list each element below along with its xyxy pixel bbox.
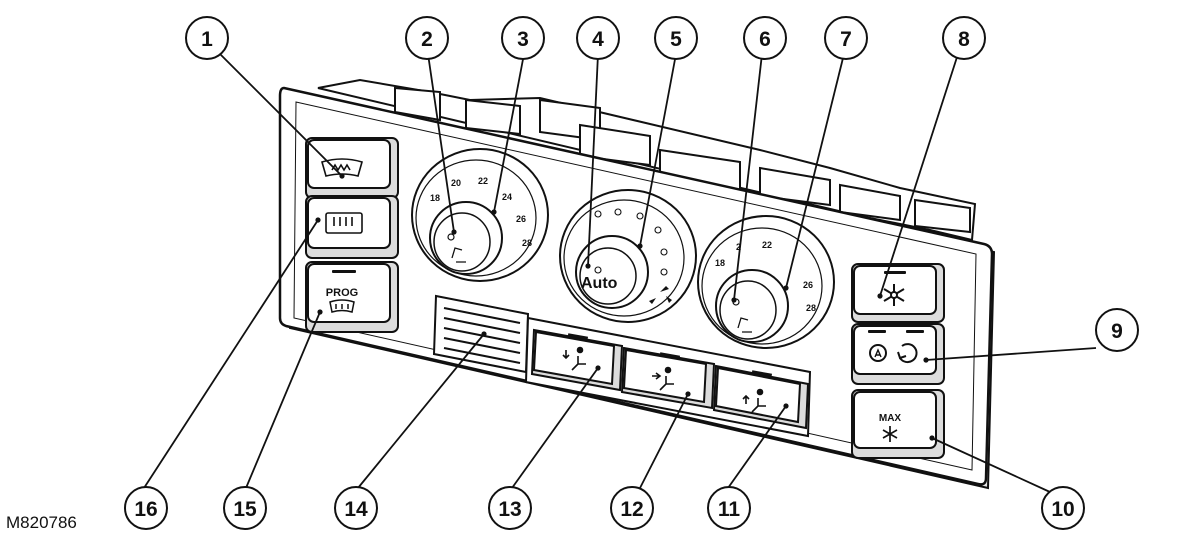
- leader-1: [219, 53, 343, 177]
- callout-9: 9: [1111, 320, 1123, 343]
- right-scale-20: 2: [736, 242, 741, 252]
- left-scale-26: 26: [516, 214, 526, 224]
- callout-8: 8: [958, 28, 970, 51]
- button-max-ac[interactable]: MAX: [851, 389, 945, 459]
- callout-10: 10: [1051, 498, 1074, 521]
- callout-2: 2: [421, 28, 433, 51]
- button-windscreen-airflow[interactable]: [712, 364, 810, 430]
- callout-5: 5: [670, 28, 682, 51]
- prog-heater-icon: [329, 299, 355, 313]
- fan-speed-knob[interactable]: Auto: [559, 189, 697, 323]
- leader-10: [931, 437, 1051, 493]
- callout-circles: [124, 16, 1139, 530]
- leader-11: [727, 405, 787, 489]
- callout-4: 4: [592, 28, 604, 51]
- leader-16: [143, 219, 319, 489]
- leader-15: [245, 311, 321, 489]
- left-scale-20: 20: [451, 178, 461, 188]
- button-footwell-airflow[interactable]: [530, 328, 624, 392]
- leader-14: [357, 333, 485, 489]
- leader-2: [427, 53, 455, 233]
- sun-sensor-grille: [432, 294, 530, 374]
- button-ac[interactable]: [851, 263, 945, 323]
- button-face-airflow[interactable]: [620, 346, 716, 410]
- fan-speed-dots: [594, 208, 668, 276]
- figure-reference: M820786: [6, 513, 77, 532]
- right-temperature-knob[interactable]: 18 2 22 26 28: [697, 215, 835, 349]
- callout-14: 14: [344, 498, 368, 521]
- recirculation-icon: [869, 343, 918, 364]
- left-scale-22: 22: [478, 176, 488, 186]
- button-recirculation[interactable]: [851, 323, 945, 385]
- leader-lines: [143, 53, 1097, 493]
- right-scale-18: 18: [715, 258, 725, 268]
- seat-heater-icon: [451, 247, 466, 263]
- face-airflow-icon: [652, 366, 674, 391]
- windscreen-airflow-icon: [742, 388, 766, 413]
- left-scale-28: 28: [522, 238, 532, 248]
- right-scale-22: 22: [762, 240, 772, 250]
- right-scale-28: 28: [806, 303, 816, 313]
- leader-6: [733, 53, 763, 301]
- footwell-airflow-icon: [562, 346, 586, 371]
- callout-12: 12: [620, 498, 643, 521]
- callout-6: 6: [759, 28, 771, 51]
- callout-15: 15: [233, 498, 257, 521]
- callout-numbers: 1 2 3 4 5 6 7 8 9 10 11 12 13 14 15 16: [134, 28, 1123, 521]
- right-scale-26: 26: [803, 280, 813, 290]
- seat-heater-icon-right: [737, 317, 752, 333]
- callout-13: 13: [498, 498, 521, 521]
- callout-1: 1: [201, 28, 213, 51]
- leader-9: [925, 347, 1097, 361]
- fan-icon: [649, 286, 672, 304]
- button-prog[interactable]: PROG: [305, 261, 399, 333]
- left-temperature-knob[interactable]: 18 20 22 24 26 28: [411, 148, 549, 282]
- windscreen-heater-icon: [321, 158, 363, 177]
- leader-7: [785, 53, 845, 289]
- fascia-inner-edge: [293, 101, 977, 471]
- leader-8: [879, 53, 959, 297]
- left-scale-24: 24: [502, 192, 512, 202]
- auto-label: Auto: [581, 275, 618, 292]
- callout-16: 16: [134, 498, 157, 521]
- button-rear-window-heater[interactable]: [305, 195, 399, 259]
- prog-label: PROG: [326, 287, 358, 299]
- leader-13: [511, 367, 599, 489]
- leader-5: [639, 53, 677, 247]
- leader-4: [587, 53, 599, 267]
- ac-snowflake-icon: [883, 284, 905, 306]
- leader-12: [639, 393, 689, 489]
- button-windscreen-heater[interactable]: [305, 137, 399, 199]
- leader-dots: [315, 173, 935, 441]
- callout-7: 7: [840, 28, 852, 51]
- callout-3: 3: [517, 28, 529, 51]
- callout-11: 11: [718, 498, 741, 521]
- leader-3: [493, 53, 525, 213]
- rear-window-heater-icon: [325, 212, 363, 234]
- max-label: MAX: [879, 413, 902, 424]
- max-snowflake-icon: [882, 426, 898, 442]
- left-scale-18: 18: [430, 193, 440, 203]
